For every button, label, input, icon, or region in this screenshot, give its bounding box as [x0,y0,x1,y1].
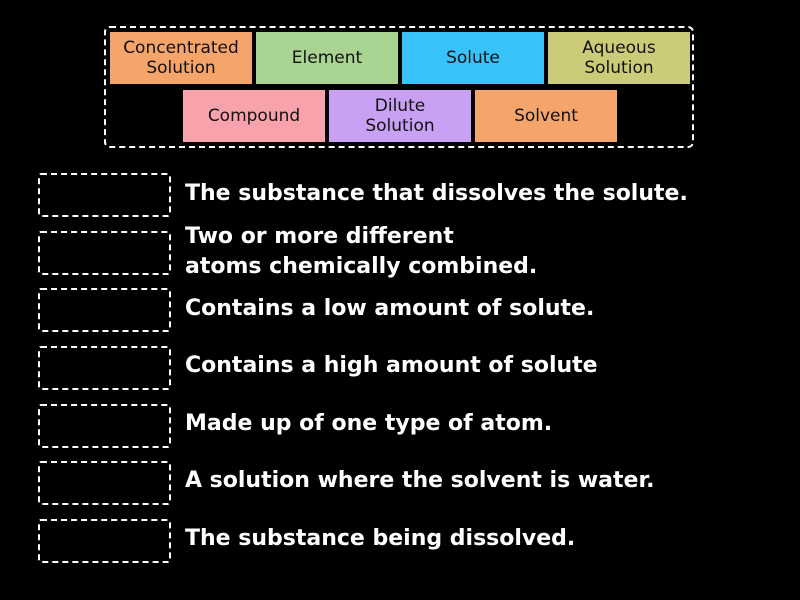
drop-zone-2[interactable] [38,231,171,275]
clue-7: The substance being dissolved. [185,526,576,551]
tile-solvent[interactable]: Solvent [475,90,617,142]
answer-bank [104,26,694,148]
drop-zone-4[interactable] [38,346,171,390]
clue-5: Made up of one type of atom. [185,411,553,436]
drop-zone-5[interactable] [38,404,171,448]
drop-zone-6[interactable] [38,461,171,505]
tile-compound[interactable]: Compound [183,90,325,142]
drop-zone-1[interactable] [38,173,171,217]
tile-element[interactable]: Element [256,32,398,84]
clue-2: Two or more different atoms chemically c… [185,224,538,279]
clue-4: Contains a high amount of solute [185,353,598,378]
drop-zone-7[interactable] [38,519,171,563]
tile-aqueous-solution[interactable]: Aqueous Solution [548,32,690,84]
tile-dilute-solution[interactable]: Dilute Solution [329,90,471,142]
tile-concentrated-solution[interactable]: Concentrated Solution [110,32,252,84]
drop-zone-3[interactable] [38,288,171,332]
clue-3: Contains a low amount of solute. [185,296,595,321]
clue-1: The substance that dissolves the solute. [185,181,688,206]
clue-6: A solution where the solvent is water. [185,468,655,493]
tile-solute[interactable]: Solute [402,32,544,84]
